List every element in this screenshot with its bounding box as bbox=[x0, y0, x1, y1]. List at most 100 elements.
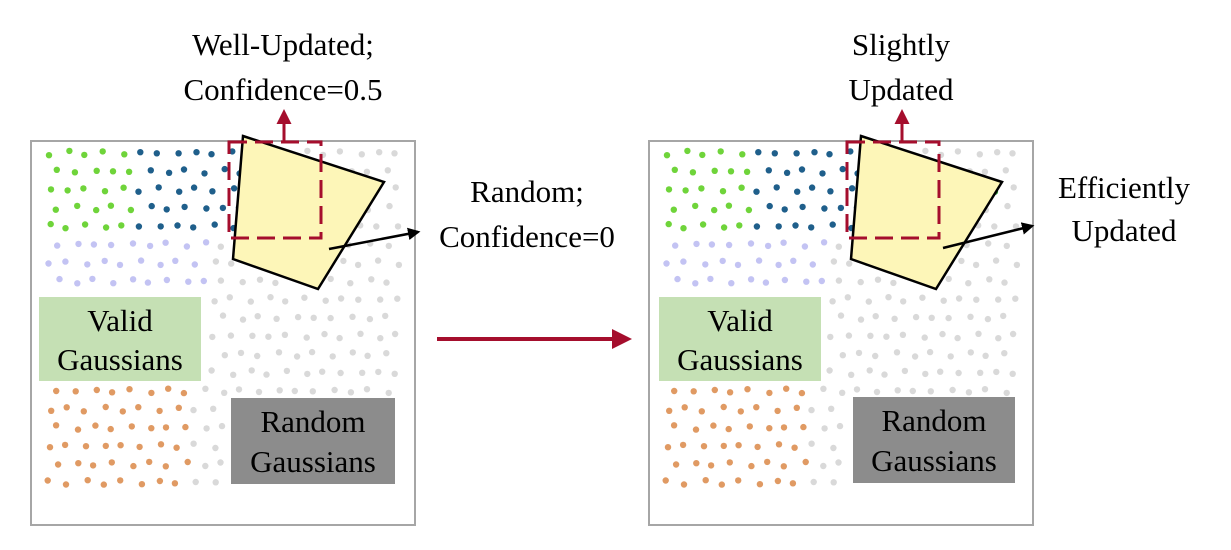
well-updated-box bbox=[845, 140, 941, 240]
gaussian-dot bbox=[753, 404, 760, 411]
gaussian-dot bbox=[781, 276, 789, 284]
gaussian-dot bbox=[48, 407, 55, 414]
gaussian-dot bbox=[826, 151, 833, 158]
gaussian-dot bbox=[1000, 312, 1007, 320]
gaussian-dot bbox=[200, 277, 207, 285]
gaussian-dot bbox=[364, 352, 371, 359]
gaussian-dot bbox=[699, 221, 707, 228]
gaussian-dot bbox=[275, 349, 283, 356]
gaussian-dot bbox=[137, 257, 145, 264]
gaussian-dot bbox=[45, 152, 53, 159]
gaussian-dot bbox=[1001, 350, 1008, 357]
gaussian-dot bbox=[937, 368, 944, 375]
gaussian-dot bbox=[977, 369, 984, 376]
gaussian-dot bbox=[157, 441, 165, 448]
gaussian-dot bbox=[911, 353, 919, 360]
gaussian-dot bbox=[682, 187, 689, 194]
gaussian-dot bbox=[928, 314, 935, 321]
gaussian-dot bbox=[738, 184, 745, 191]
gaussian-dot bbox=[217, 243, 224, 250]
right-top-label-line2: Updated bbox=[848, 72, 954, 107]
gaussian-dot bbox=[52, 422, 60, 429]
gaussian-dot bbox=[136, 443, 143, 451]
gaussian-dot bbox=[692, 426, 700, 433]
gaussian-dot bbox=[992, 257, 1000, 264]
gaussian-dot bbox=[954, 334, 961, 342]
gaussian-dot bbox=[819, 170, 826, 177]
gaussian-dot bbox=[995, 335, 1002, 342]
gaussian-dot bbox=[394, 295, 401, 302]
gaussian-dot bbox=[165, 385, 172, 392]
gaussian-dot bbox=[172, 257, 179, 264]
gaussian-dot bbox=[780, 463, 787, 470]
gaussian-dot bbox=[340, 257, 347, 265]
gaussian-dot bbox=[1003, 389, 1010, 397]
right-random-label-line1: Random bbox=[881, 403, 986, 438]
gaussian-dot bbox=[689, 169, 697, 176]
gaussian-dot bbox=[203, 425, 210, 432]
gaussian-dot bbox=[726, 389, 734, 396]
gaussian-dot bbox=[120, 184, 127, 191]
gaussian-dot bbox=[263, 371, 270, 378]
gaussian-dot bbox=[866, 367, 873, 374]
gaussian-dot bbox=[321, 330, 328, 338]
gaussian-dot bbox=[84, 261, 91, 268]
arrow-pointer-icon bbox=[328, 227, 421, 251]
gaussian-dot bbox=[227, 332, 235, 339]
gaussian-dot bbox=[119, 408, 127, 415]
gaussian-dot bbox=[891, 315, 898, 322]
gaussian-dot bbox=[162, 463, 169, 470]
gaussian-dot bbox=[147, 167, 154, 174]
gaussian-dot bbox=[209, 188, 216, 195]
gaussian-dot bbox=[774, 407, 781, 415]
gaussian-dot bbox=[793, 404, 800, 411]
arrow-pointer-icon bbox=[942, 222, 1035, 250]
gaussian-dot bbox=[872, 352, 879, 360]
gaussian-dot bbox=[217, 277, 225, 284]
gaussian-dot bbox=[173, 444, 180, 451]
gaussian-dot bbox=[940, 297, 947, 304]
gaussian-dot bbox=[839, 352, 846, 359]
gaussian-dot bbox=[708, 241, 716, 248]
gaussian-dot bbox=[670, 422, 678, 429]
right-side-label-line2: Updated bbox=[1071, 213, 1177, 248]
gaussian-dot bbox=[972, 261, 980, 269]
gaussian-dot bbox=[230, 185, 238, 192]
gaussian-dot bbox=[821, 205, 828, 212]
gaussian-dot bbox=[89, 462, 97, 469]
gaussian-dot bbox=[226, 294, 233, 301]
gaussian-dot bbox=[329, 353, 336, 360]
gaussian-dot bbox=[791, 444, 798, 451]
gaussian-dot bbox=[46, 444, 54, 451]
gaussian-dot bbox=[162, 424, 170, 431]
gaussian-dot bbox=[385, 242, 392, 250]
gaussian-dot bbox=[717, 148, 724, 155]
gaussian-dot bbox=[753, 188, 760, 195]
gaussian-dot bbox=[947, 353, 954, 360]
gaussian-dot bbox=[53, 387, 60, 395]
gaussian-dot bbox=[182, 423, 189, 431]
gaussian-dot bbox=[847, 148, 854, 155]
gaussian-dot bbox=[976, 151, 983, 158]
right-valid-label-line2: Gaussians bbox=[677, 342, 803, 377]
gaussian-dot bbox=[967, 313, 974, 320]
gaussian-dot bbox=[808, 184, 816, 191]
gaussian-dot bbox=[121, 151, 128, 158]
gaussian-dot bbox=[129, 240, 137, 247]
gaussian-dot bbox=[754, 443, 761, 451]
well-updated-box bbox=[227, 140, 323, 240]
gaussian-dot bbox=[281, 331, 289, 338]
gaussian-dot bbox=[711, 206, 718, 214]
gaussian-dot bbox=[845, 332, 853, 339]
gaussian-dot bbox=[883, 333, 890, 340]
gaussian-dot bbox=[973, 296, 980, 303]
gaussian-dot bbox=[93, 206, 100, 214]
gaussian-dot bbox=[82, 443, 90, 450]
gaussian-dot bbox=[308, 348, 316, 356]
gaussian-dot bbox=[219, 312, 227, 319]
gaussian-dot bbox=[725, 425, 732, 433]
gaussian-dot bbox=[202, 462, 209, 470]
gaussian-dot bbox=[337, 295, 345, 302]
gaussian-dot bbox=[747, 276, 755, 283]
gaussian-dot bbox=[830, 479, 837, 486]
